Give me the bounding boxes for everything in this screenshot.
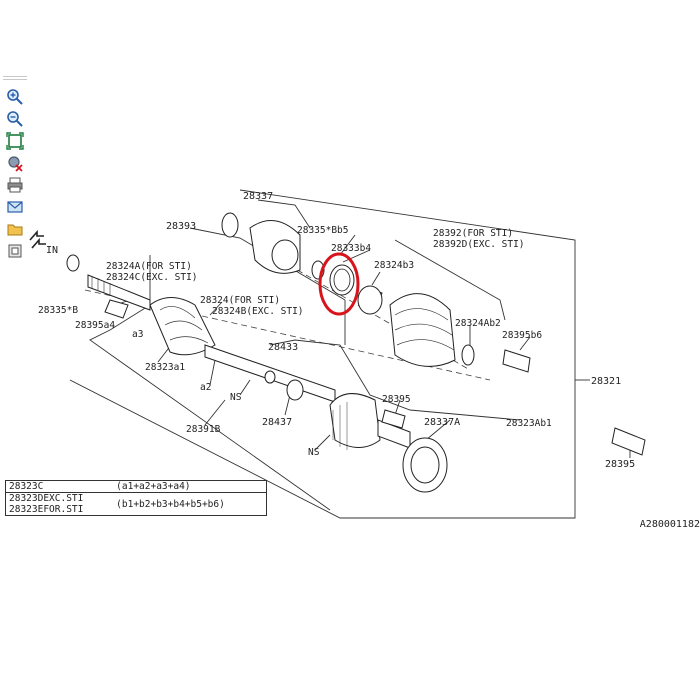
hotspot-off-icon [8, 156, 23, 172]
link-icon [8, 244, 22, 258]
clamp-28324ab2[interactable] [461, 344, 475, 366]
label-28392-for-sti[interactable]: 28392(FOR STI) [433, 228, 513, 239]
label-28393[interactable]: 28393 [166, 221, 196, 232]
outer-joint-housing[interactable] [329, 393, 381, 448]
legend-formula: (a1+a2+a3+a4) [116, 481, 191, 492]
outer-boot-28392[interactable] [389, 293, 456, 367]
kit-legend-table: 28323C (a1+a2+a3+a4) 28323DEXC.STI (b1+b… [5, 480, 267, 516]
label-a3[interactable]: a3 [132, 329, 143, 340]
label-28324c-exc-sti[interactable]: 28324C(EXC. STI) [106, 272, 198, 283]
hotspot-off-button[interactable] [3, 152, 27, 174]
assembly-bracket [69, 189, 576, 519]
legend-part: 28323DEXC.STI [5, 492, 114, 504]
label-28324ab2[interactable]: 28324Ab2 [455, 318, 501, 329]
boot-band-28395b6[interactable] [502, 349, 531, 373]
legend-part: 28323C [9, 481, 44, 492]
label-28437[interactable]: 28437 [262, 417, 292, 428]
label-28333b4[interactable]: 28333b4 [331, 243, 371, 254]
cursor-text: IN [46, 245, 58, 256]
band-ring[interactable] [357, 285, 383, 315]
diagram-reference-code: A280001182 [639, 519, 700, 530]
label-28392d-exc-sti[interactable]: 28392D(EXC. STI) [433, 239, 525, 250]
snap-ring-28335-b[interactable] [66, 254, 80, 272]
legend-row: 28323C (a1+a2+a3+a4) [6, 481, 267, 493]
fit-page-icon [6, 132, 24, 150]
legend-part: 28323EFOR.STI [9, 504, 84, 515]
label-28335-b[interactable]: 28335*B [38, 305, 78, 316]
label-28391b[interactable]: 28391B [186, 424, 221, 435]
label-28335-bb5[interactable]: 28335*Bb5 [297, 225, 348, 236]
arrow-icon [29, 229, 44, 241]
label-28395-right[interactable]: 28395 [605, 459, 635, 470]
label-28395-mid[interactable]: 28395 [382, 394, 411, 405]
label-ns-1: NS [230, 392, 242, 403]
label-28395a4[interactable]: 28395a4 [75, 320, 115, 331]
legend-row: 28323EFOR.STI [6, 504, 267, 516]
label-a2[interactable]: a2 [200, 382, 211, 393]
boot-band-28395-right[interactable] [611, 427, 646, 456]
pointer-cursor: IN [29, 229, 58, 256]
viewer-toolbar [3, 76, 27, 262]
label-ns-2: NS [308, 447, 320, 458]
toolbar-grip[interactable] [3, 76, 27, 82]
email-icon [7, 201, 23, 213]
zoom-in-button[interactable] [3, 86, 27, 108]
label-28433[interactable]: 28433 [268, 342, 298, 353]
label-28324-for-sti[interactable]: 28324(FOR STI) [200, 295, 280, 306]
folder-button[interactable] [3, 218, 27, 240]
boot-band-28395[interactable] [381, 409, 406, 429]
folder-icon [7, 224, 23, 236]
highlight-circle [318, 252, 360, 316]
ring-28337[interactable] [221, 212, 239, 238]
ring-28437[interactable] [286, 379, 304, 401]
label-28324a-for-sti[interactable]: 28324A(FOR STI) [106, 261, 192, 272]
label-28395b6[interactable]: 28395b6 [502, 330, 542, 341]
legend-row: 28323DEXC.STI (b1+b2+b3+b4+b5+b6) [5, 492, 267, 516]
link-button[interactable] [3, 240, 27, 262]
label-28337a[interactable]: 28337A [424, 417, 460, 428]
label-28323ab1[interactable]: 28323Ab1 [506, 418, 552, 429]
spline-shaft[interactable] [87, 274, 151, 311]
fit-page-button[interactable] [3, 130, 27, 152]
print-icon [7, 177, 23, 193]
email-button[interactable] [3, 196, 27, 218]
zoom-out-icon [7, 111, 23, 127]
circlip-28433[interactable] [264, 370, 276, 384]
inner-boot-28323a1[interactable] [149, 297, 216, 356]
zoom-out-button[interactable] [3, 108, 27, 130]
zoom-in-icon [7, 89, 23, 105]
label-28323a1[interactable]: 28323a1 [145, 362, 185, 373]
boot-band-28395a4[interactable] [104, 299, 129, 319]
label-28337[interactable]: 28337 [243, 191, 273, 202]
label-28324b3[interactable]: 28324b3 [374, 260, 414, 271]
legend-formula: (b1+b2+b3+b4+b5+b6) [113, 492, 267, 516]
label-28321[interactable]: 28321 [591, 376, 621, 387]
label-28324b-exc-sti[interactable]: 28324B(EXC. STI) [212, 306, 304, 317]
print-button[interactable] [3, 174, 27, 196]
